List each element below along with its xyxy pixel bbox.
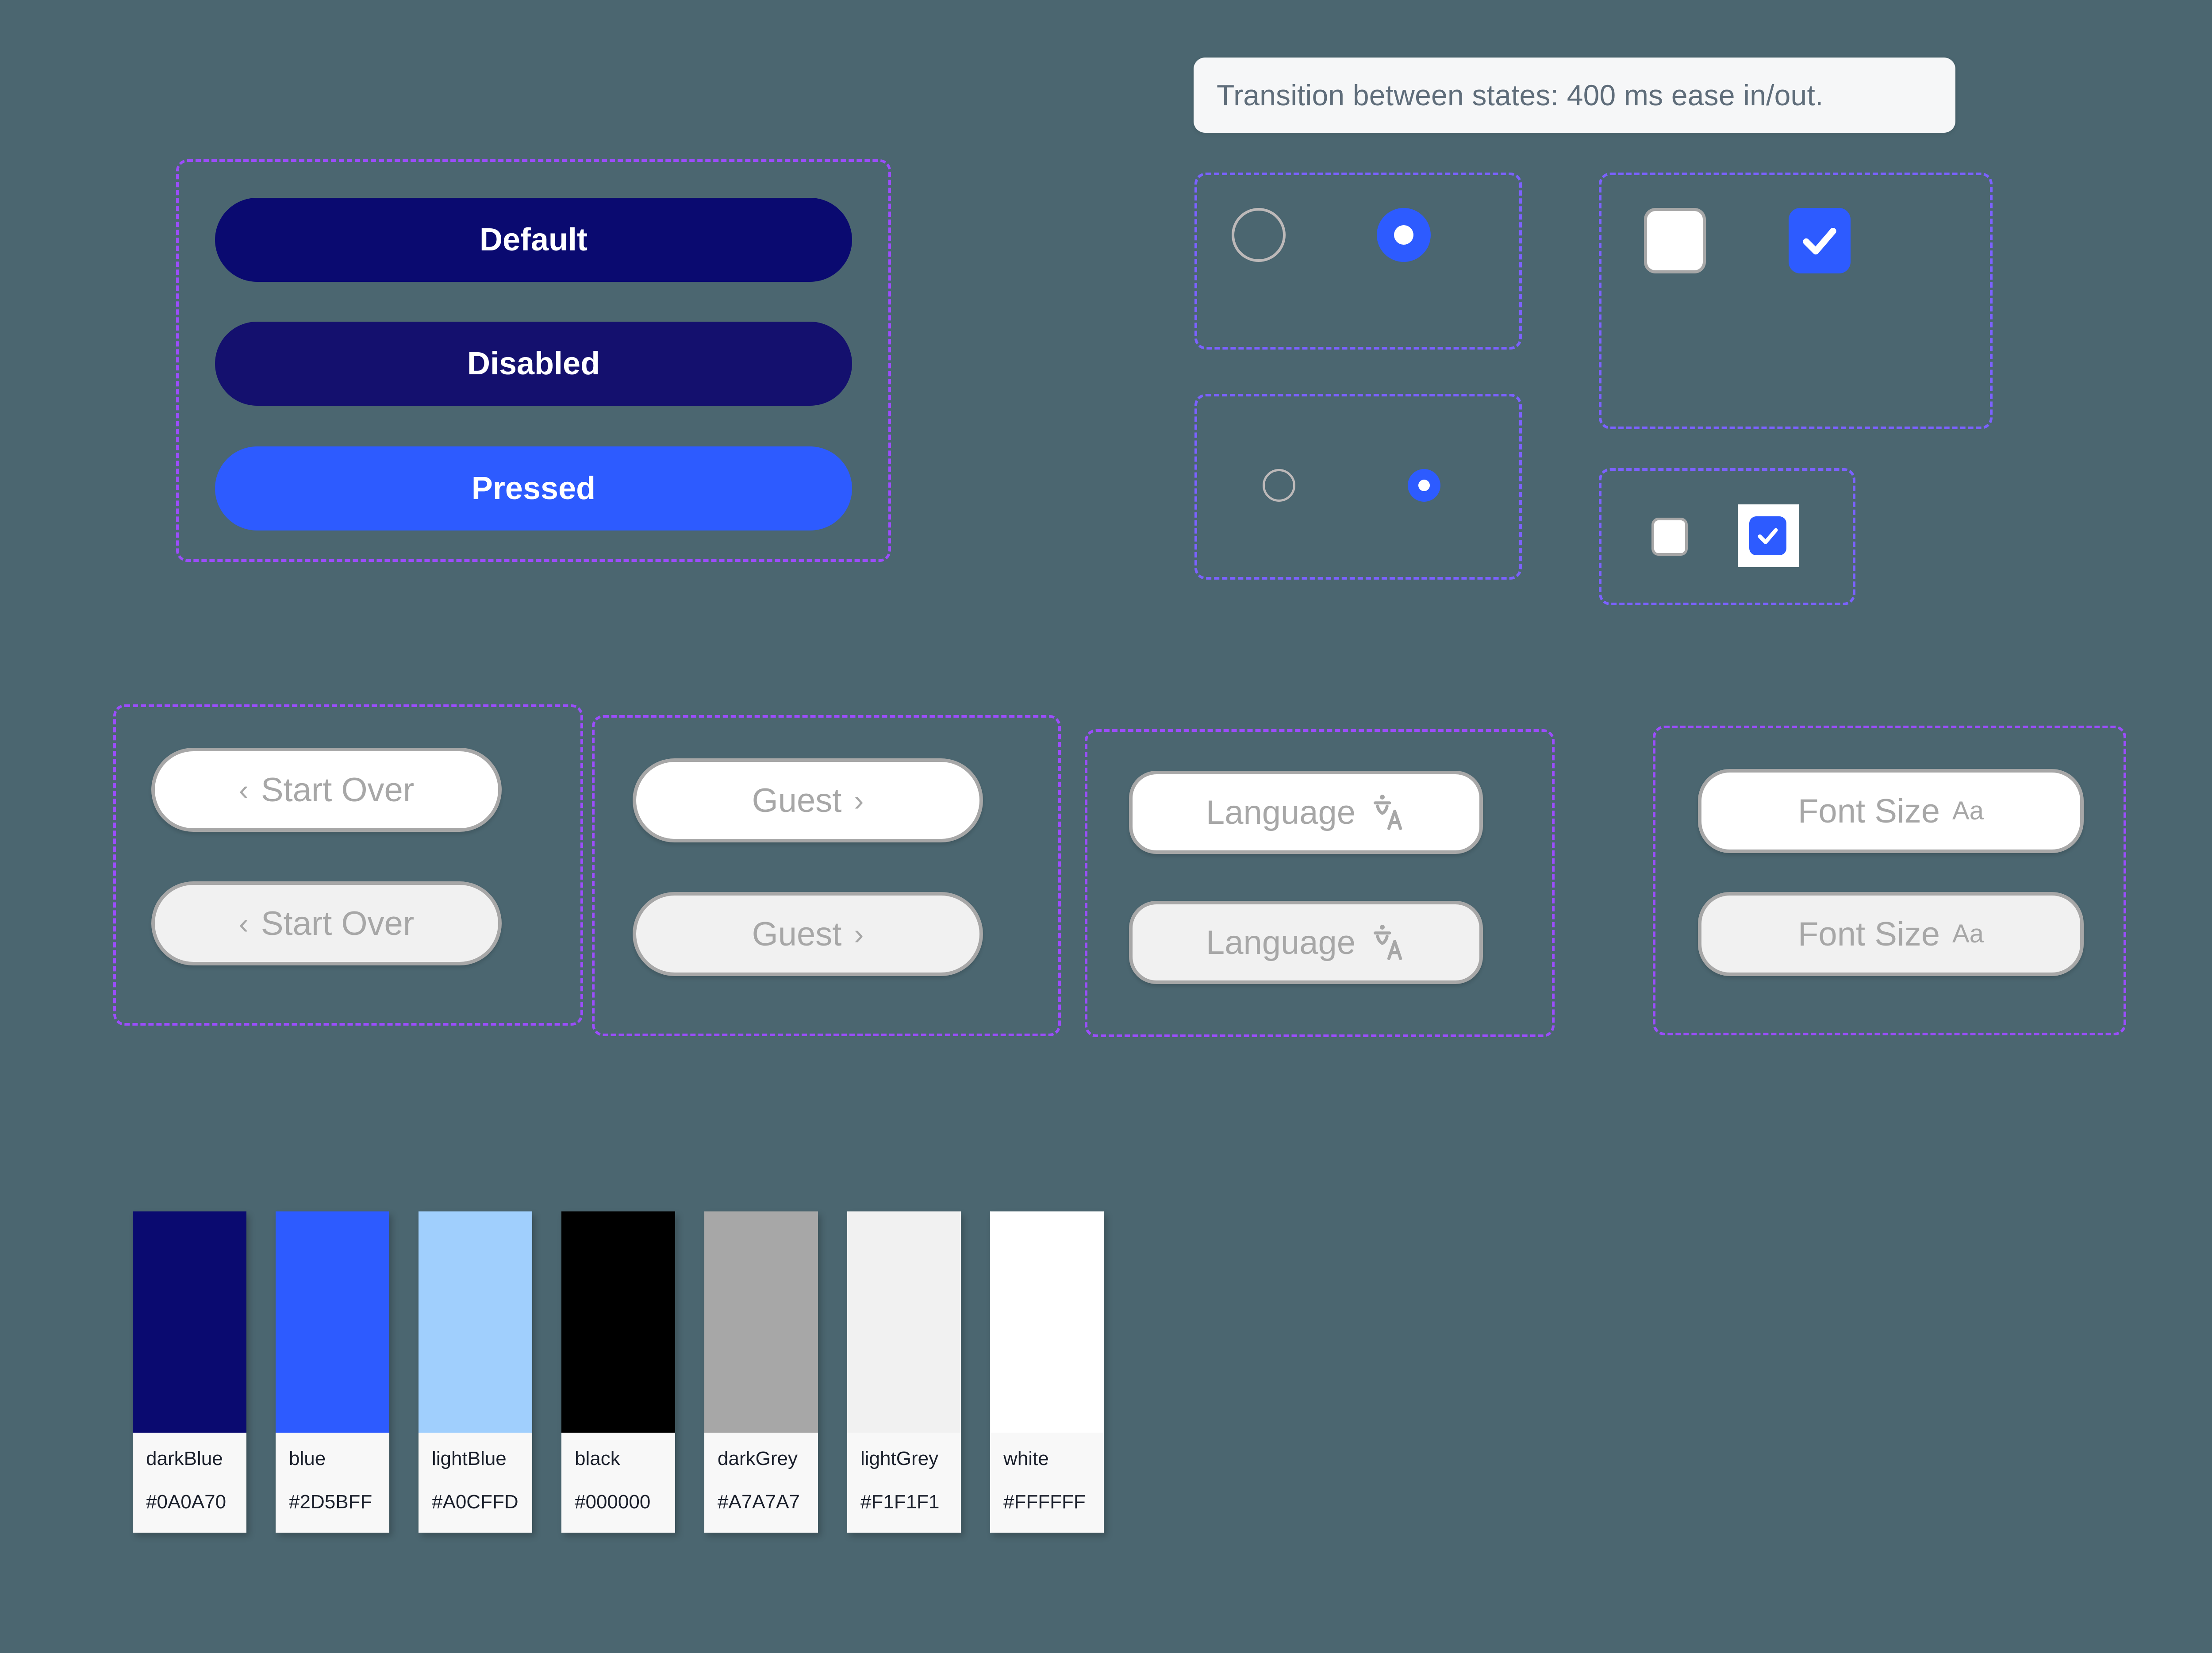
color-hex: #000000 <box>575 1491 651 1513</box>
font-size-label: Font Size <box>1798 792 1940 830</box>
guest-label: Guest <box>752 781 842 819</box>
guest-button-pressed[interactable]: Guest › <box>633 892 983 976</box>
color-swatch: lightBlue #A0CFFD <box>419 1211 532 1533</box>
color-chip <box>419 1211 532 1433</box>
radio-large-unselected[interactable] <box>1232 208 1286 262</box>
color-name: white <box>1003 1448 1049 1469</box>
font-size-button-pressed[interactable]: Font Size Aa <box>1698 892 2084 976</box>
radio-dot-icon <box>1418 480 1430 491</box>
button-states-frame <box>176 159 891 562</box>
guest-label: Guest <box>752 915 842 953</box>
check-icon <box>1758 528 1778 544</box>
start-over-button-pressed[interactable]: ‹ Start Over <box>151 881 502 965</box>
color-chip <box>990 1211 1104 1433</box>
checkbox-small-frame <box>1599 468 1855 605</box>
checkbox-large-frame <box>1599 173 1993 429</box>
font-size-frame <box>1653 726 2126 1035</box>
pressed-button[interactable]: Pressed <box>215 446 852 530</box>
color-swatch: darkGrey #A7A7A7 <box>704 1211 818 1533</box>
color-hex: #F1F1F1 <box>860 1491 940 1513</box>
language-button[interactable]: Language <box>1129 771 1483 854</box>
color-name: darkBlue <box>146 1448 223 1469</box>
start-over-frame <box>113 704 583 1026</box>
language-frame <box>1085 729 1555 1037</box>
color-name: black <box>575 1448 620 1469</box>
font-size-button[interactable]: Font Size Aa <box>1698 769 2084 853</box>
check-icon <box>1803 227 1836 255</box>
chevron-right-icon: › <box>854 784 864 817</box>
checkbox-small-checked[interactable] <box>1749 516 1786 555</box>
font-size-icon: Aa <box>1952 796 1984 825</box>
color-chip <box>847 1211 961 1433</box>
radio-large-frame <box>1194 173 1522 350</box>
start-over-label: Start Over <box>261 771 415 809</box>
radio-small-selected[interactable] <box>1408 469 1440 502</box>
translate-icon <box>1373 925 1402 960</box>
color-name: darkGrey <box>718 1448 798 1469</box>
checkbox-small-unchecked[interactable] <box>1651 518 1688 556</box>
language-label: Language <box>1206 923 1356 961</box>
disabled-button[interactable]: Disabled <box>215 322 852 406</box>
color-chip <box>276 1211 389 1433</box>
guest-frame <box>592 715 1061 1036</box>
radio-dot-icon <box>1394 225 1413 245</box>
font-size-icon: Aa <box>1952 919 1984 948</box>
radio-small-frame <box>1194 394 1522 580</box>
radio-large-selected[interactable] <box>1377 208 1431 262</box>
start-over-button[interactable]: ‹ Start Over <box>151 748 502 832</box>
chevron-left-icon: ‹ <box>238 773 249 806</box>
color-hex: #2D5BFF <box>289 1491 373 1513</box>
color-swatch: darkBlue #0A0A70 <box>133 1211 246 1533</box>
checkbox-large-unchecked[interactable] <box>1644 208 1706 273</box>
color-hex: #A7A7A7 <box>718 1491 800 1513</box>
guest-button[interactable]: Guest › <box>633 758 983 842</box>
color-palette: darkBlue #0A0A70 blue #2D5BFF lightBlue … <box>133 1211 1104 1533</box>
color-chip <box>133 1211 246 1433</box>
color-name: lightBlue <box>432 1448 507 1469</box>
transition-note-text: Transition between states: 400 ms ease i… <box>1217 79 1824 111</box>
translate-icon <box>1373 795 1402 830</box>
font-size-label: Font Size <box>1798 915 1940 953</box>
default-button[interactable]: Default <box>215 198 852 282</box>
language-button-pressed[interactable]: Language <box>1129 901 1483 984</box>
radio-small-unselected[interactable] <box>1263 469 1295 502</box>
color-name: blue <box>289 1448 326 1469</box>
color-name: lightGrey <box>860 1448 939 1469</box>
chevron-right-icon: › <box>854 918 864 950</box>
color-hex: #A0CFFD <box>432 1491 518 1513</box>
color-swatch: black #000000 <box>561 1211 675 1533</box>
color-swatch: blue #2D5BFF <box>276 1211 389 1533</box>
transition-note: Transition between states: 400 ms ease i… <box>1194 58 1955 133</box>
checkbox-large-checked[interactable] <box>1789 208 1851 273</box>
color-hex: #FFFFFF <box>1003 1491 1086 1513</box>
color-swatch: lightGrey #F1F1F1 <box>847 1211 961 1533</box>
color-chip <box>704 1211 818 1433</box>
color-swatch: white #FFFFFF <box>990 1211 1104 1533</box>
color-chip <box>561 1211 675 1433</box>
chevron-left-icon: ‹ <box>238 907 249 940</box>
start-over-label: Start Over <box>261 904 415 942</box>
color-hex: #0A0A70 <box>146 1491 227 1513</box>
language-label: Language <box>1206 793 1356 831</box>
